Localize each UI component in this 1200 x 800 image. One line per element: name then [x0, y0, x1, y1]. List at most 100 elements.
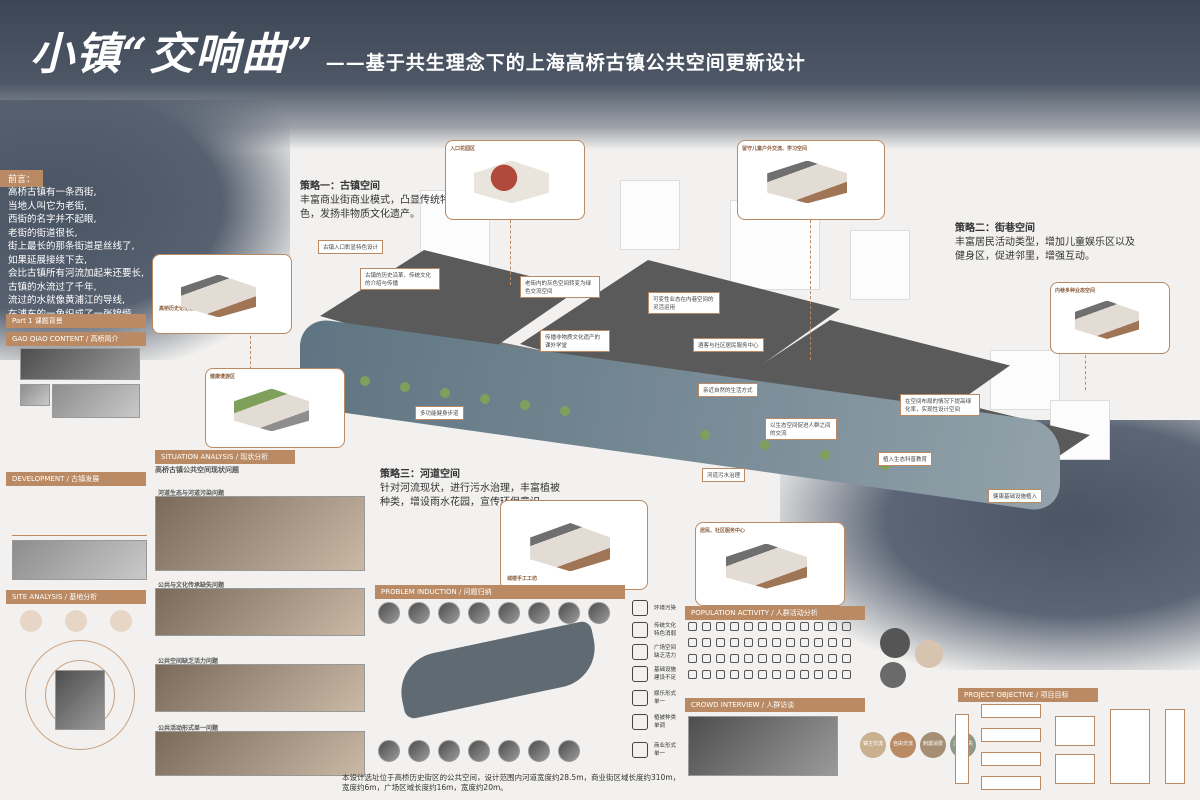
label-nature: 亲近自然的生活方式	[698, 383, 758, 397]
objective-box	[955, 714, 969, 784]
poster-title: 小镇“交响曲” ——基于共生理念下的上海高桥古镇公共空间更新设计	[30, 18, 806, 82]
objective-box	[1165, 709, 1185, 784]
objective-bar: PROJECT OBJECTIVE / 项目目标	[958, 688, 1098, 702]
problem-photo	[438, 602, 460, 624]
card-caption: 城楼手工工坊	[507, 576, 538, 582]
label-education: 植入生态科普教育	[878, 452, 933, 466]
building-block	[620, 180, 680, 250]
photo-issue-1	[155, 496, 365, 571]
label-fitness: 健康基础设施植入	[988, 489, 1043, 503]
interview-tag: 自由交流	[890, 732, 916, 758]
intro-heading: 前言：	[0, 170, 44, 187]
problem-photo	[408, 602, 430, 624]
photo-issue-3	[155, 664, 365, 712]
tree	[480, 394, 490, 404]
entertainment-icon	[632, 690, 648, 706]
objective-box	[1110, 709, 1150, 784]
situation-bar: SITUATION ANALYSIS / 现状分析	[155, 450, 295, 464]
problem-item: 环境污染	[632, 600, 676, 616]
situation-title: 高桥古镇公共空间现状问题	[155, 466, 239, 474]
problem-item: 基础设施建设不足	[632, 666, 680, 682]
card-caption: 健康漫游区	[210, 374, 236, 380]
plant-icon	[632, 714, 648, 730]
photo-gaoqiao-3	[52, 384, 140, 418]
photo-issue-2	[155, 588, 365, 636]
population-photo	[880, 628, 910, 658]
problem-photo	[378, 740, 400, 762]
problem-photo-row-bottom	[378, 740, 628, 770]
photo-development-row	[12, 540, 147, 580]
leader-line	[810, 210, 811, 360]
issue-3: 公共空间缺乏活力问题	[158, 658, 219, 665]
site-minimap	[20, 610, 42, 632]
population-photo	[915, 640, 943, 668]
tree	[520, 400, 530, 410]
iso-illustration	[473, 160, 550, 204]
label-history: 古镇的历史沿革、传统文化的介绍与传播	[360, 268, 440, 290]
culture-icon	[632, 622, 648, 638]
iso-illustration	[530, 523, 611, 572]
shop-icon	[632, 742, 648, 758]
problem-item-label: 娱乐形式单一	[654, 691, 677, 705]
strategy-1: 策略一：古镇空间 丰富商业街商业模式，凸显传统特色，发扬非物质文化遗产。	[300, 180, 450, 222]
card-history-hall: 高桥历史记忆馆	[152, 254, 292, 334]
label-entrance: 古镇入口彰显特色设计	[318, 240, 384, 254]
intro-line: 街上最长的那条街道是丝线了,	[8, 241, 135, 252]
leader-line	[510, 215, 511, 285]
tree	[820, 450, 830, 460]
problem-bar: PROBLEM INDUCTION / 问题归纳	[375, 585, 625, 599]
interview-tag-label: 自由交流	[892, 741, 913, 747]
card-caption: 内巷多种业态空间	[1055, 288, 1096, 294]
objective-box	[981, 728, 1041, 742]
problem-photo	[468, 602, 490, 624]
site-aerial	[55, 670, 105, 730]
card-craft-workshop: 城楼手工工坊	[500, 500, 648, 590]
intro-line: 古镇的水流过了千年,	[8, 281, 97, 293]
label-commercial: 可变性业态在内巷空间的灵活运用	[648, 292, 720, 314]
development-timeline	[12, 535, 147, 536]
interview-tag: 刺激消费	[920, 732, 946, 758]
photo-gaoqiao	[20, 348, 140, 380]
intro-line: 如果延展接续下去,	[8, 254, 88, 266]
tree	[560, 406, 570, 416]
objective-box	[1055, 754, 1095, 784]
iso-illustration	[1074, 300, 1140, 339]
site-map	[15, 610, 140, 750]
issue-2: 公共与文化传承缺失问题	[158, 582, 225, 589]
problem-item: 商业形式单一	[632, 742, 680, 758]
problem-photo	[528, 740, 550, 762]
objective-diagram	[955, 704, 1190, 792]
problem-photo	[498, 740, 520, 762]
problem-item-label: 商业形式单一	[654, 743, 677, 757]
photo-gaoqiao-2	[20, 384, 50, 406]
problem-photo	[498, 602, 520, 624]
problem-map	[393, 619, 603, 721]
problem-photo-row	[378, 602, 628, 632]
photo-interview	[688, 716, 838, 776]
iso-illustration	[725, 543, 807, 589]
site-bar: SITE ANALYSIS / 基地分析	[6, 590, 146, 604]
card-caption: 高桥历史记忆馆	[159, 306, 195, 312]
tree	[400, 382, 410, 392]
problem-item: 娱乐形式单一	[632, 690, 680, 706]
development-bar: DEVELOPMENT / 古镇发展	[6, 472, 146, 486]
intro-line: 老街的街道很长,	[8, 227, 78, 239]
site-note: 本设计选址位于高桥历史街区的公共空间，设计范围内河道宽度约28.5m，商业街区域…	[342, 773, 681, 792]
interview-tag: 镇主交流	[860, 732, 886, 758]
problem-photo	[558, 602, 580, 624]
interview-tag-label: 刺激消费	[922, 741, 943, 747]
card-inner-lane: 内巷多种业态空间	[1050, 282, 1170, 354]
title-sub: ——基于共生理念下的上海高桥古镇公共空间更新设计	[325, 52, 806, 74]
card-caption: 居民、社区服务中心	[700, 528, 746, 534]
label-waterfront: 多功能健身步道	[415, 406, 464, 420]
strategy-3-head: 策略三：河道空间	[380, 469, 460, 480]
label-street-color: 老街内的灰色空间转变为绿色交流空间	[520, 276, 600, 298]
title-main: 小镇“交响曲”	[30, 29, 315, 80]
leader-line	[250, 290, 251, 410]
problem-photo	[378, 602, 400, 624]
strategy-3: 策略三：河道空间 针对河流现状，进行污水治理，丰富植被种类，增设雨水花园，宣传环…	[380, 468, 560, 510]
tree	[760, 440, 770, 450]
problem-item: 传统文化特色消弱	[632, 622, 680, 638]
photo-issue-4	[155, 731, 365, 776]
problem-item-label: 基础设施建设不足	[654, 667, 677, 681]
